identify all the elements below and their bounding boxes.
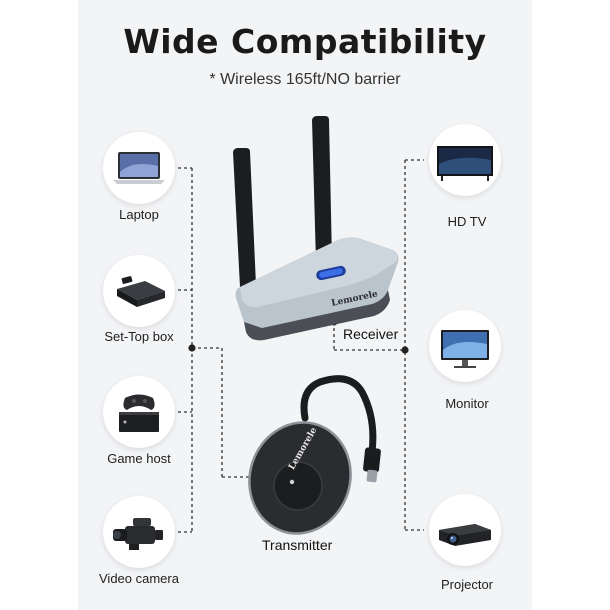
page-subtitle: * Wireless 165ft/NO barrier: [209, 71, 401, 88]
monitor-label: Monitor: [445, 396, 489, 411]
tv-icon: [437, 146, 493, 181]
game-host-label: Game host: [107, 451, 171, 466]
set-top-box-label: Set-Top box: [104, 329, 174, 344]
video-camera-label: Video camera: [99, 571, 179, 586]
set-top-box-circle: [103, 255, 175, 327]
hd-tv-label: HD TV: [447, 214, 487, 229]
transmitter-label: Transmitter: [262, 537, 333, 553]
set-top-box-icon: [117, 276, 165, 307]
game-host-circle: [103, 376, 175, 448]
video-camera-icon: [113, 518, 163, 550]
page-title: Wide Compatibility: [123, 22, 487, 61]
monitor-circle: [429, 310, 501, 382]
laptop-circle: [103, 132, 175, 204]
projector-label: Projector: [440, 577, 494, 592]
game-console-icon: [119, 394, 159, 432]
hd-tv-circle: [429, 124, 501, 196]
laptop-icon: [113, 152, 165, 184]
laptop-label: Laptop: [119, 207, 159, 222]
monitor-icon: [441, 330, 489, 368]
receiver-label: Receiver: [343, 326, 399, 342]
projector-icon: [439, 524, 491, 546]
projector-circle: [429, 494, 501, 566]
video-camera-circle: [103, 496, 175, 568]
